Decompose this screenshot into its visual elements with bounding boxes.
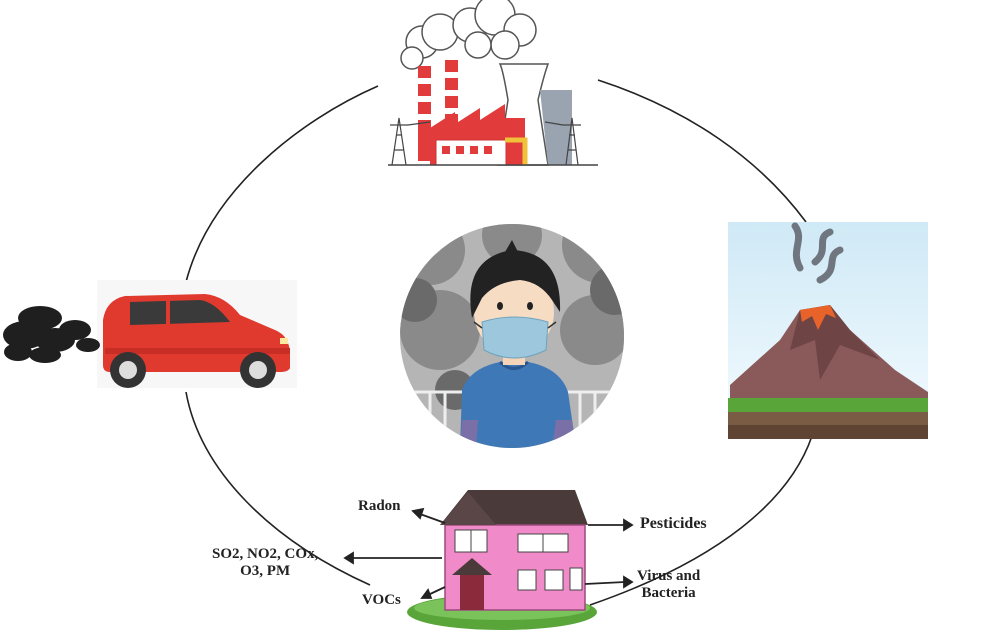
label-gases-line1: SO2, NO2, COx, [212,546,319,562]
label-vocs: VOCs [362,592,401,608]
label-gases: SO2, NO2, COx, O3, PM [212,546,318,581]
cycle-arrows [185,79,813,606]
house-icon [407,490,597,630]
label-pesticides: Pesticides [640,515,707,532]
house-arrows [343,507,634,599]
arc-bottom-right [589,435,813,606]
label-radon: Radon [358,498,401,514]
arc-top-left [185,85,379,283]
label-virus-line1: Virus and [637,568,701,584]
car-exhaust-icon [3,280,297,388]
arc-bottom-left [185,391,371,586]
child-with-mask-icon [400,224,624,448]
label-virus-bacteria: Virus and Bacteria [637,568,700,603]
label-virus-line2: Bacteria [641,585,696,602]
label-gases-line2: O3, PM [240,563,291,580]
volcano-icon [728,222,928,439]
arc-top-right [597,79,807,223]
factory-icon [385,0,600,166]
